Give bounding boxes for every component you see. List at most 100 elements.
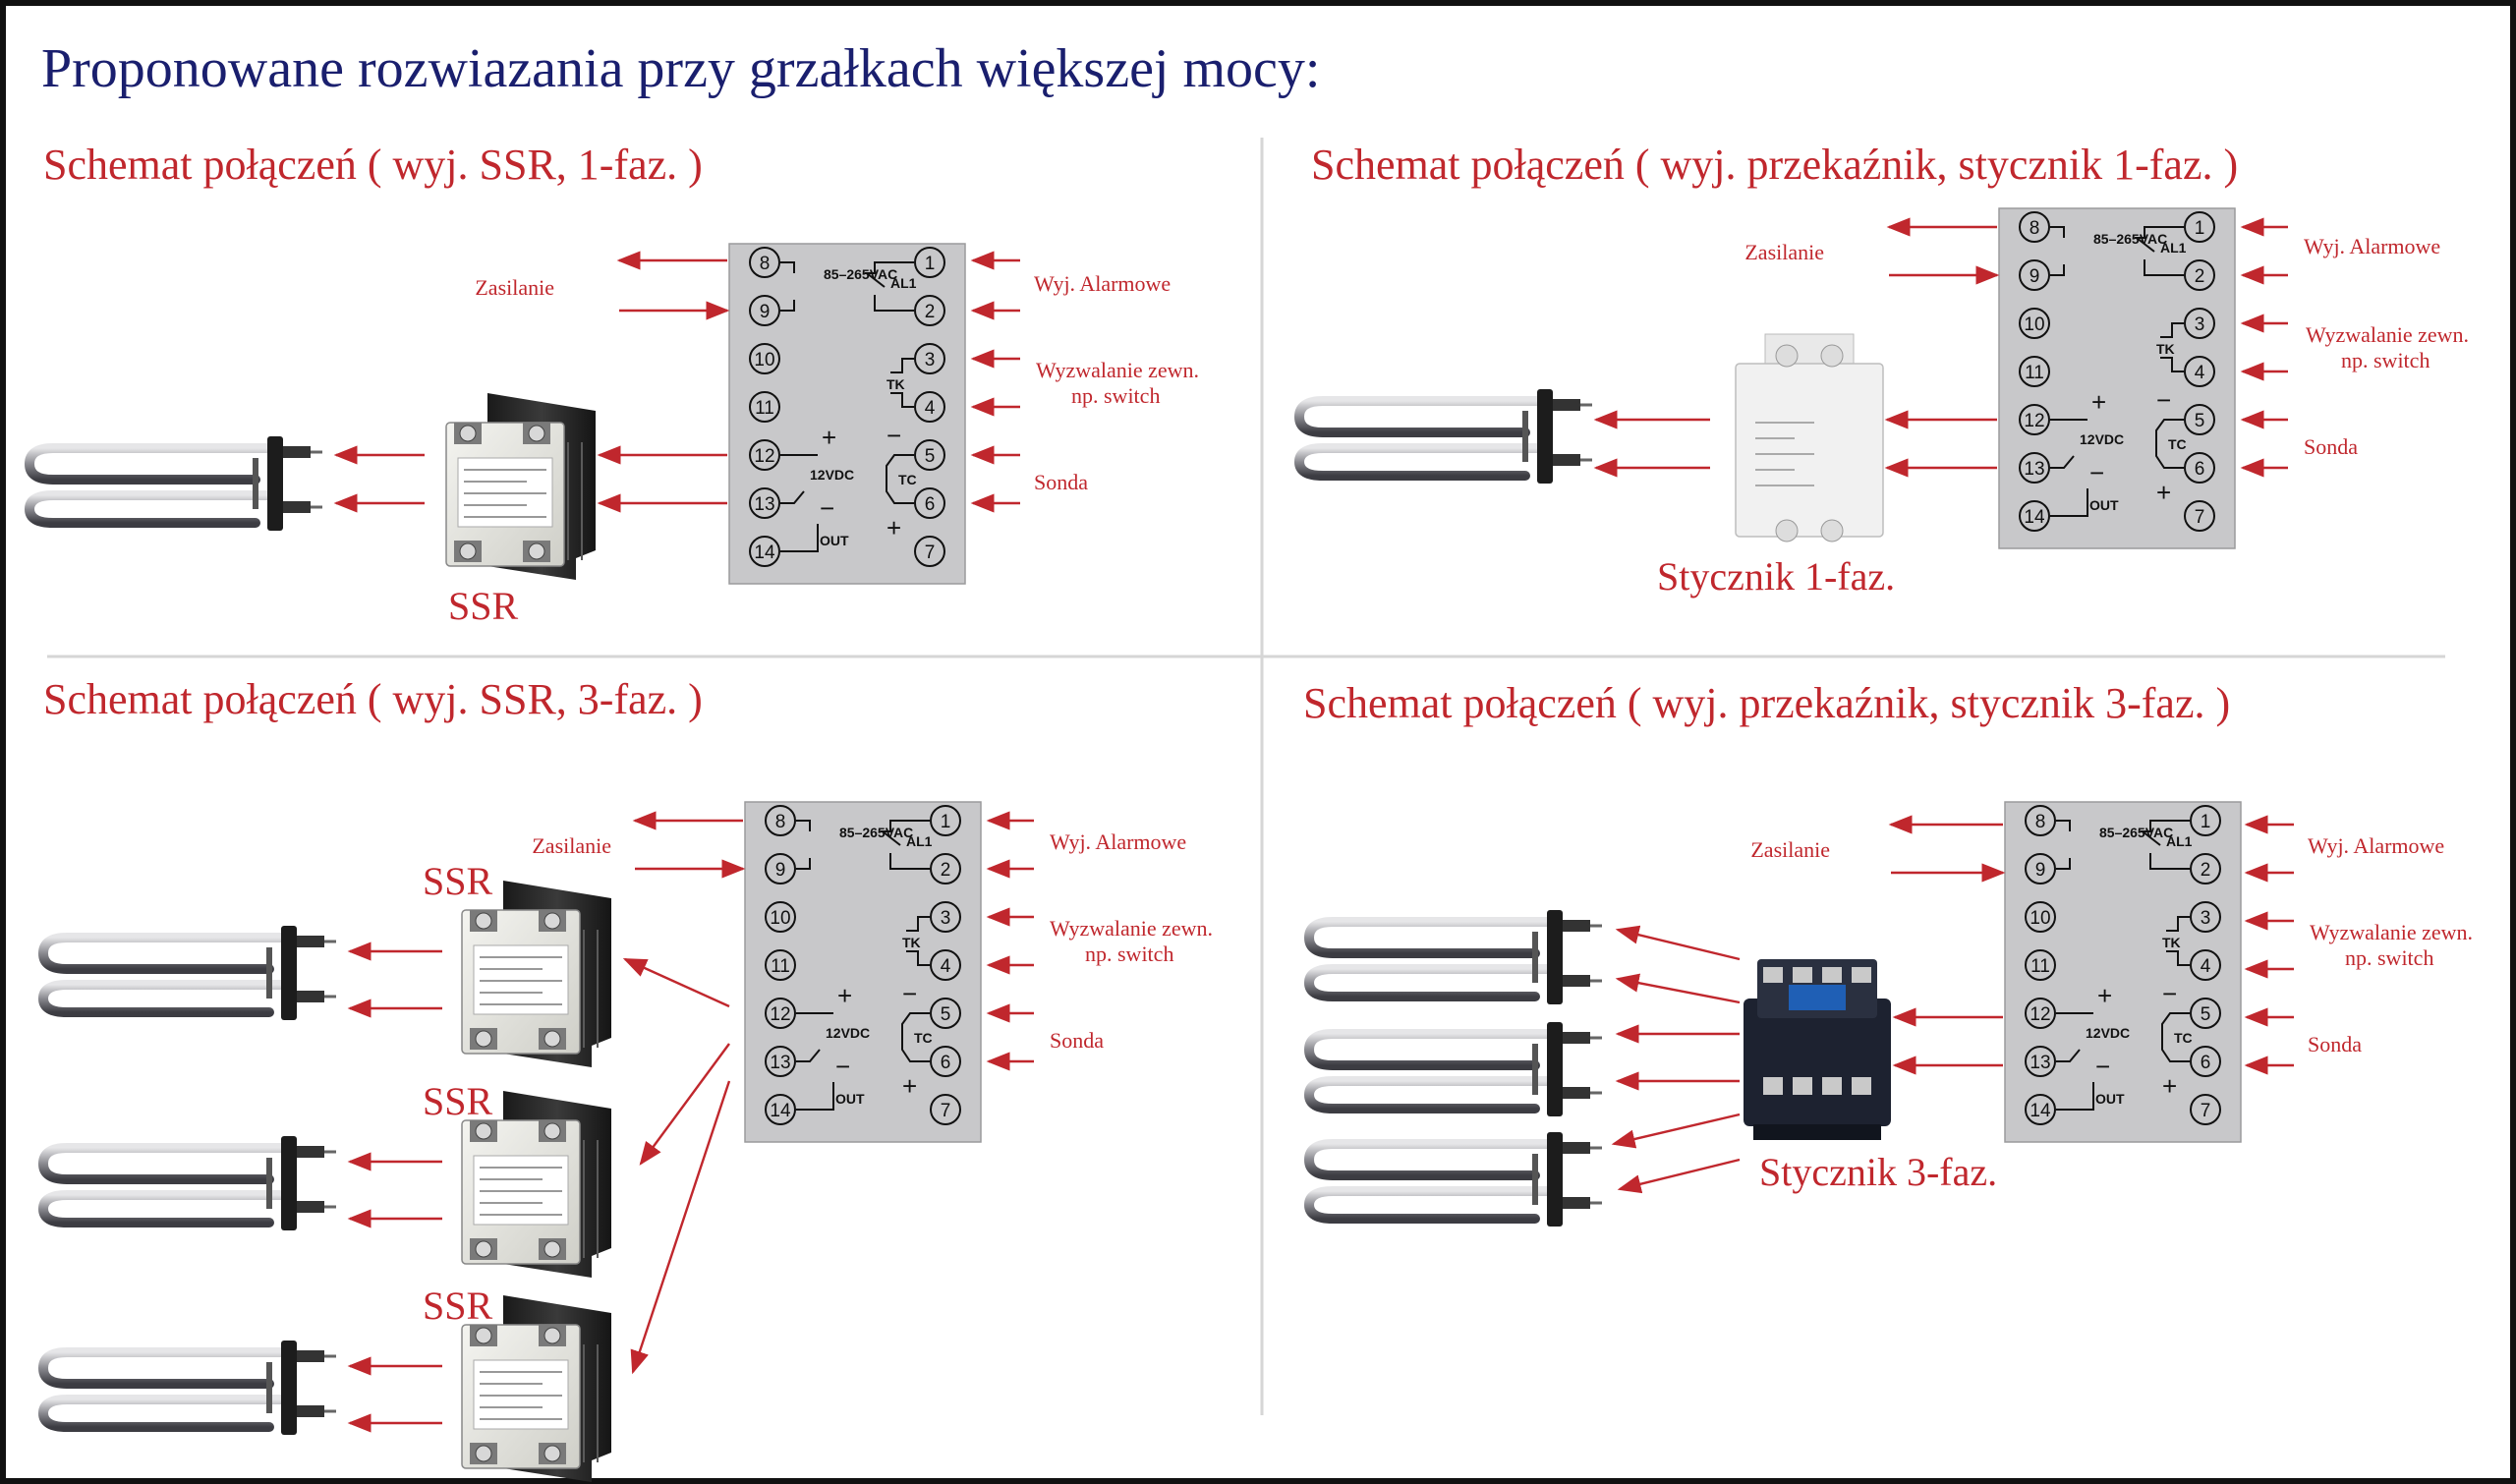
heater-terminal [297,991,324,1002]
terminal-label: 6 [941,1053,951,1073]
out-wire [2050,488,2088,517]
label-zasilanie: Zasilanie [1750,837,1830,862]
heater-flange [1537,389,1553,484]
heater-tube [1303,917,1560,958]
terminal-12 [2019,404,2050,435]
tk-wire [890,392,914,408]
label-wyzwalanie: np. switch [2345,945,2433,970]
heater-tube [37,1347,294,1389]
terminal-label: 5 [2201,1004,2211,1025]
terminal-label: 5 [941,1004,951,1025]
ssr-screw [475,912,492,930]
terminal-12 [749,439,780,471]
terminal-4 [2190,949,2221,981]
terminal-label: 9 [2035,860,2046,881]
heater-terminal [297,1146,324,1158]
tc-wire [2161,1012,2190,1062]
alarm-label: AL1 [906,833,933,849]
heater-terminal [1563,1032,1590,1044]
terminal-label: 10 [770,908,790,929]
terminal-2 [2184,259,2215,291]
heater-tube [1303,1076,1560,1113]
ssr-relay [461,881,611,1067]
terminal-label: 8 [2030,218,2040,239]
tc-wire [2155,419,2184,469]
supply-wire [796,820,811,831]
label-ssr: SSR [423,859,492,903]
label-wyzwalanie: Wyzwalanie zewn. [1036,358,1199,382]
alarm-contact [874,295,914,312]
heater-terminal [297,936,324,947]
terminal-label: 11 [2025,363,2044,383]
heating-element [24,436,322,531]
heater-flange [1547,910,1563,1004]
ssr-screw [475,1445,492,1462]
ssr-screw [459,425,477,442]
contactor-body [1735,363,1884,538]
terminal-11 [2025,949,2056,981]
heater-tube [24,443,280,485]
ssr-screw [528,425,545,442]
supply-label: 85–265VAC [2093,231,2167,247]
terminal-label: 10 [2024,314,2044,335]
terminal-9 [765,853,796,885]
terminal-9 [749,295,780,326]
tk-wire [2160,322,2184,338]
tc-plus: + [902,1071,917,1101]
panel-face [2004,801,2242,1143]
terminal-13 [2025,1046,2056,1077]
tc-minus: − [2162,979,2177,1008]
tc-label: TC [898,472,917,487]
heater-tube [37,1190,294,1227]
ssr-screw [543,1030,561,1048]
terminal-2 [914,295,945,326]
terminal-11 [749,391,780,423]
heater-terminal [1563,1142,1590,1154]
label-sonda: Sonda [1050,1028,1104,1053]
terminal-7 [930,1094,961,1125]
contactor-terminal [1793,967,1812,983]
ssr-screw [528,542,545,560]
vdc-label: 12VDC [2080,431,2124,447]
label-wyzwalanie: Wyzwalanie zewn. [1050,916,1213,941]
label-ssr: SSR [423,1079,492,1123]
tk-wire [2166,950,2190,966]
out-wire [796,1082,834,1111]
terminal-label: 9 [760,302,771,322]
terminal-label: 8 [2035,812,2046,832]
terminal-label: 4 [2195,363,2205,383]
tk-wire [2160,357,2184,372]
terminal-5 [2184,404,2215,435]
terminal-12 [765,998,796,1029]
terminal-label: 3 [941,908,951,929]
arrow-ssr-control [639,1043,730,1166]
contactor-1phase [1735,333,1884,542]
terminal-9 [2025,853,2056,885]
terminal-label: 14 [2030,1101,2051,1121]
contactor-screw [1820,519,1844,542]
arrow-ssr-control [630,1080,731,1375]
terminal-label: 13 [770,1053,790,1073]
heater-tube [1293,443,1550,481]
arrow-heater [1615,973,1741,1004]
alarm-label: AL1 [2166,833,2193,849]
terminal-label: 13 [2030,1053,2050,1073]
out-plus: + [822,423,836,452]
vdc-label: 12VDC [2086,1025,2130,1041]
alarm-contact [2134,226,2184,253]
contactor-terminal [1822,1077,1842,1095]
terminal-label: 11 [771,956,790,977]
terminal-1 [2184,211,2215,243]
terminal-label: 14 [2024,507,2045,528]
out-switch [2056,1049,2081,1062]
contactor-3phase [1744,959,1891,1140]
panel-face [728,243,966,585]
label-zasilanie: Zasilanie [475,275,554,300]
heater-terminal [1553,454,1580,466]
contactor-terminal [1793,1077,1812,1095]
heater-terminal [1563,975,1590,987]
arrow-heater [1611,1113,1741,1149]
terminal-8 [765,805,796,836]
terminal-label: 12 [754,446,774,467]
